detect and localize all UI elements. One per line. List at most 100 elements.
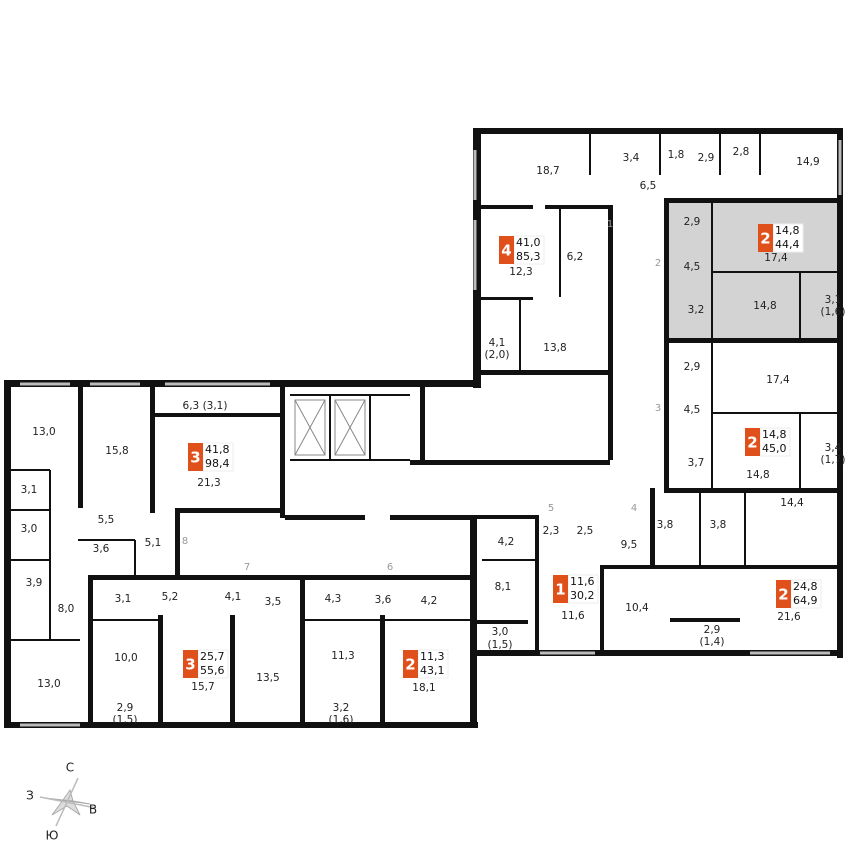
room-area-label: 13,0 xyxy=(32,426,55,438)
room-count: 3 xyxy=(190,449,200,467)
room-area-label: 4,3 xyxy=(325,593,342,605)
room-area-label: 21,3 xyxy=(197,477,220,489)
corridor-number: 2 xyxy=(655,258,661,269)
total-area: 43,1 xyxy=(420,664,445,677)
room-area-label: 3,2 xyxy=(333,702,350,714)
room-count-box xyxy=(403,650,418,678)
room-area-label: 13,5 xyxy=(256,672,279,684)
windows xyxy=(20,140,842,727)
corridor-number: 8 xyxy=(182,536,188,547)
living-area: 25,7 xyxy=(200,650,225,663)
room-area-label: 18,1 xyxy=(412,682,435,694)
total-area: 45,0 xyxy=(762,442,787,455)
corridor-number: 4 xyxy=(631,503,637,514)
total-area: 64,9 xyxy=(793,594,818,607)
apartment-area-box xyxy=(202,442,234,472)
room-area-label: 8,1 xyxy=(495,581,512,593)
room-area-label: 14,8 xyxy=(746,469,769,481)
room-area-label: (1,5) xyxy=(488,639,513,651)
total-area: 55,6 xyxy=(200,664,225,677)
room-area-label: 4,1 xyxy=(489,337,506,349)
room-area-label: 14,9 xyxy=(796,156,819,168)
room-area-label: (2,0) xyxy=(485,349,510,361)
corridor-number: 7 xyxy=(244,562,250,573)
corridor-number: 3 xyxy=(655,403,661,414)
total-area: 98,4 xyxy=(205,457,230,470)
room-area-label: 8,0 xyxy=(58,603,75,615)
room-area-label: 12,3 xyxy=(509,266,532,278)
apartment-badge[interactable]: 4 41,085,3 xyxy=(499,235,545,265)
room-area-label: 3,1 xyxy=(115,593,132,605)
room-area-label: 18,7 xyxy=(536,165,559,177)
room-area-label: 4,1 xyxy=(225,591,242,603)
corridor-number: 1 xyxy=(607,219,613,230)
room-area-label: 11,6 xyxy=(561,610,585,622)
room-area-label: 5,2 xyxy=(162,591,179,603)
living-area: 41,0 xyxy=(516,236,541,249)
apartment-area-box xyxy=(772,223,804,253)
room-area-label: 4,2 xyxy=(498,536,515,548)
total-area: 85,3 xyxy=(516,250,541,263)
room-count: 2 xyxy=(778,586,788,604)
room-area-label: 3,4 xyxy=(825,442,842,454)
compass-west: З xyxy=(26,789,34,803)
room-count-box xyxy=(745,428,760,456)
room-area-label: 10,4 xyxy=(625,602,649,614)
room-count-box xyxy=(188,443,203,471)
room-area-label: 3,4 xyxy=(623,152,640,164)
compass-east: В xyxy=(89,803,97,817)
apartment-area-box xyxy=(567,574,599,604)
room-area-label: 2,9 xyxy=(684,216,701,228)
compass: С З В Ю xyxy=(26,761,97,843)
room-count: 2 xyxy=(405,656,415,674)
apartment-area-box xyxy=(197,649,229,679)
room-area-label: 2,9 xyxy=(704,624,721,636)
room-count: 1 xyxy=(555,581,565,599)
room-count-box xyxy=(499,236,514,264)
room-area-label: (1,7) xyxy=(821,454,846,466)
room-area-label: 3,6 xyxy=(375,594,392,606)
room-count: 2 xyxy=(747,434,757,452)
room-area-label: 17,4 xyxy=(766,374,790,386)
apartment-area-box xyxy=(759,427,791,457)
living-area: 41,8 xyxy=(205,443,230,456)
room-area-label: 3,6 xyxy=(93,543,110,555)
apartment-badge[interactable]: 3 41,898,4 xyxy=(188,442,234,472)
room-area-label: (1,5) xyxy=(113,714,138,726)
apartment-badge[interactable]: 2 24,864,9 xyxy=(776,579,822,609)
room-count-box xyxy=(553,575,568,603)
room-area-label: 15,8 xyxy=(105,445,128,457)
compass-south: Ю xyxy=(46,829,59,843)
room-area-label: 6,3 (3,1) xyxy=(183,400,228,412)
room-area-label: 11,3 xyxy=(331,650,354,662)
room-area-label: 21,6 xyxy=(777,611,801,623)
room-area-label: 13,8 xyxy=(543,342,566,354)
room-area-label: 3,0 xyxy=(492,626,509,638)
room-area-label: (1,4) xyxy=(700,636,725,648)
living-area: 24,8 xyxy=(793,580,818,593)
room-area-label: 2,9 xyxy=(117,702,134,714)
room-area-label: 14,4 xyxy=(780,497,804,509)
room-area-label: 4,5 xyxy=(684,261,701,273)
living-area: 14,8 xyxy=(775,224,800,237)
room-count: 4 xyxy=(501,242,511,260)
room-area-label: 6,2 xyxy=(567,251,584,263)
room-area-label: 17,4 xyxy=(764,252,788,264)
total-area: 44,4 xyxy=(775,238,800,251)
corridor-number: 5 xyxy=(548,503,554,514)
room-area-label: 3,2 xyxy=(688,304,705,316)
room-area-label: 2,3 xyxy=(543,525,560,537)
room-area-label: 3,1 xyxy=(21,484,38,496)
room-area-label: 2,9 xyxy=(698,152,715,164)
room-area-label: 14,8 xyxy=(753,300,776,312)
total-area: 30,2 xyxy=(570,589,595,602)
room-area-label: 9,5 xyxy=(621,539,638,551)
